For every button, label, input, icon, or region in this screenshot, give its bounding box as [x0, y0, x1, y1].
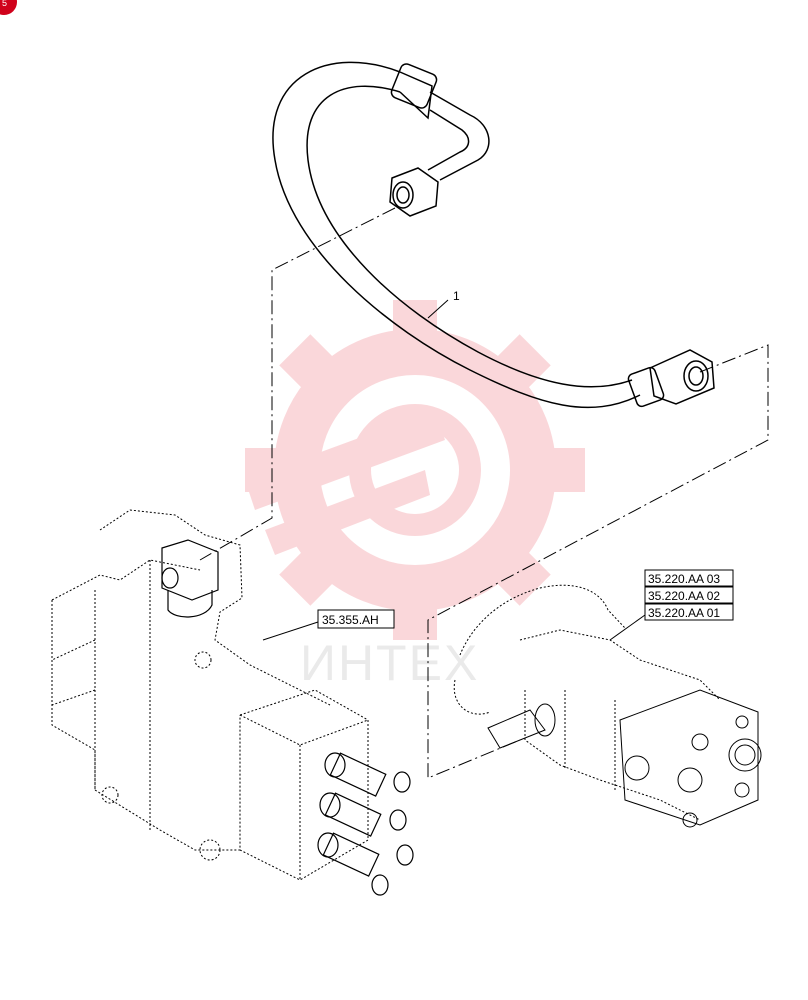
- hydraulic-hose: [272, 61, 715, 409]
- control-valve-ref-box[interactable]: 35.355.AH: [262, 609, 395, 641]
- watermark-text: ИНТЕХ: [300, 635, 479, 691]
- solenoid-connectors: [317, 752, 414, 896]
- hydraulic-pump: [453, 584, 762, 828]
- callout-hose: 1: [427, 289, 460, 319]
- control-valve-ref-label: 35.355.AH: [322, 613, 379, 627]
- pump-ref-label-1: 35.220.AA 01: [648, 606, 720, 620]
- alignment-lines: [199, 207, 769, 779]
- corner-badge: 5: [0, 0, 17, 15]
- watermark-logo: ИНТЕХ: [245, 300, 585, 691]
- svg-text:5: 5: [2, 0, 7, 8]
- control-valve: [51, 509, 369, 881]
- pump-ref-label-3: 35.220.AA 03: [648, 572, 720, 586]
- pump-ref-label-2: 35.220.AA 02: [648, 589, 720, 603]
- control-valve-fitting: [161, 539, 219, 618]
- pump-ref-box-2[interactable]: 35.220.AA 02: [644, 586, 734, 604]
- pump-ref-stack: 35.220.AA 03 35.220.AA 02 35.220.AA 01: [609, 569, 734, 641]
- pump-ref-box-1[interactable]: 35.220.AA 01: [644, 603, 734, 621]
- callout-label-hose: 1: [453, 289, 460, 303]
- pump-ref-box-3[interactable]: 35.220.AA 03: [644, 569, 734, 587]
